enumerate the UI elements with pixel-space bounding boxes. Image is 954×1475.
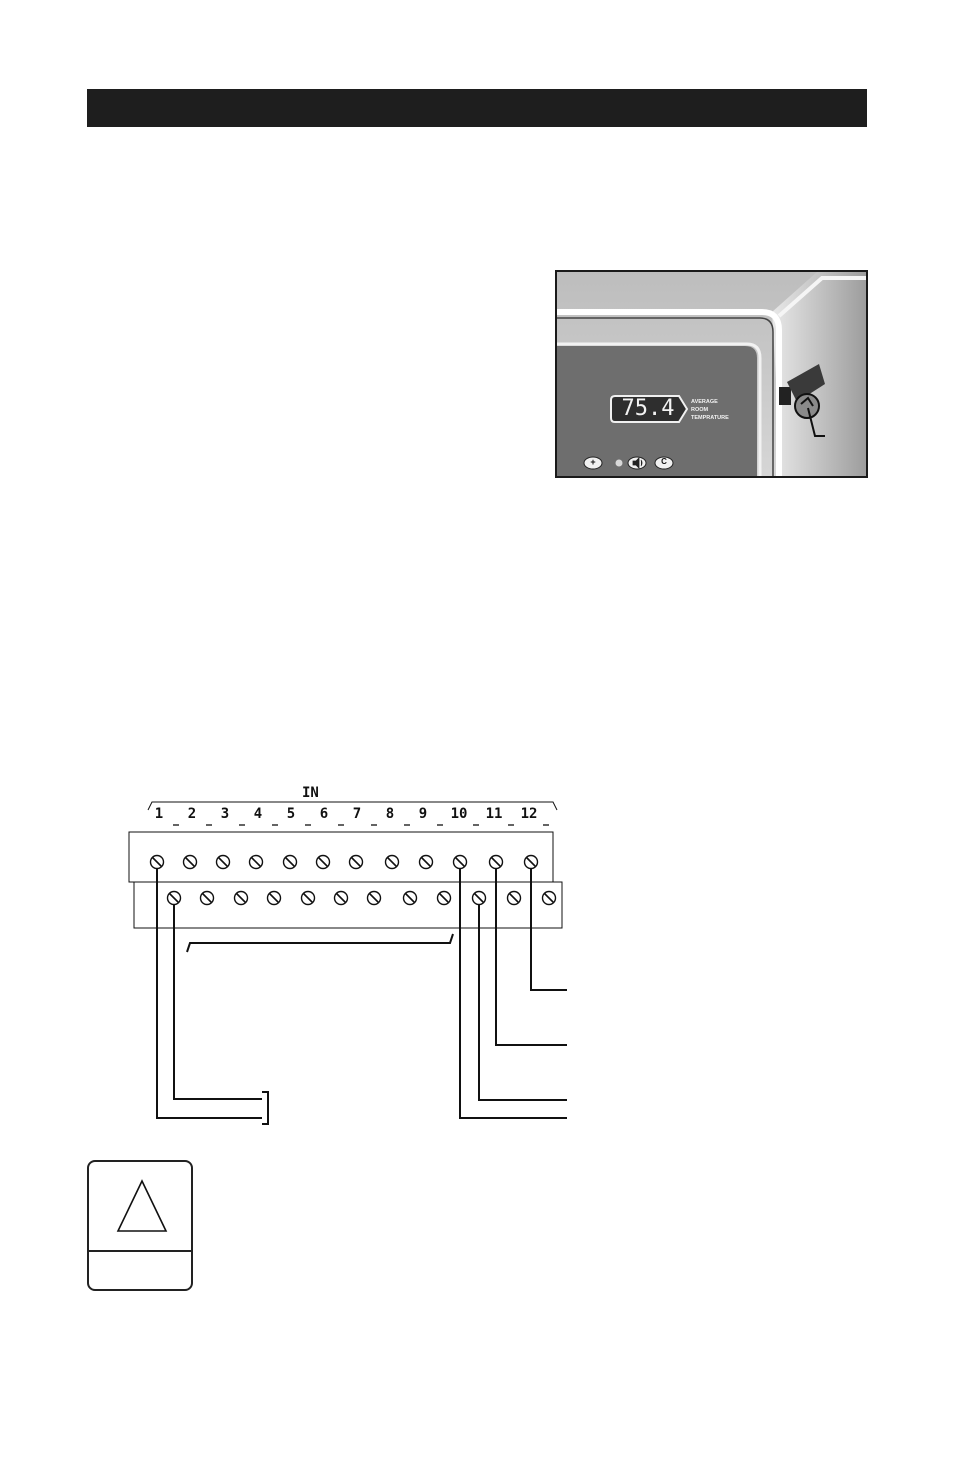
upper-terminal-strip [128, 831, 554, 883]
temperature-display: 75.4 [621, 396, 675, 421]
terminal-number-label: 11 [486, 806, 503, 822]
wire-terminal-1 [156, 869, 262, 1119]
in-label: IN [302, 785, 319, 801]
lower-terminal-screw-slot [508, 892, 520, 904]
lower-terminal-screw-slot [368, 892, 380, 904]
lower-terminal-screw-slot [168, 892, 180, 904]
terminal-number-label: 10 [451, 806, 468, 822]
wire-terminal-12 [530, 869, 567, 991]
lower-terminal-screw-slot [335, 892, 347, 904]
c-button-label: C [661, 457, 667, 466]
wire-lower-10 [478, 905, 567, 1101]
terminal-number-label: 2 [188, 806, 196, 822]
jumper-bracket [186, 933, 454, 953]
upper-terminal-screw-slot [350, 856, 362, 868]
upper-terminal-screw-slot [386, 856, 398, 868]
upper-terminal-screw-slot [420, 856, 432, 868]
terminal-number-label: 12 [521, 806, 538, 822]
lower-terminal-screw-slot [201, 892, 213, 904]
upper-terminal-screw-slot [284, 856, 296, 868]
wire-lower-1 [173, 905, 262, 1100]
upper-terminal-screw-slot [317, 856, 329, 868]
lower-terminal-strip [133, 881, 563, 929]
terminal-number-label: 4 [254, 806, 262, 822]
terminal-number-label: 6 [320, 806, 328, 822]
upper-terminal-screw-slot [250, 856, 262, 868]
section-header-bar [87, 89, 867, 127]
warning-triangle-icon [116, 1179, 168, 1232]
wire-bracket [262, 1091, 269, 1125]
wire-terminal-11 [495, 869, 567, 1046]
plus-button-label: + [590, 457, 596, 467]
lower-terminal-screw-slot [404, 892, 416, 904]
upper-terminal-screw-slot [217, 856, 229, 868]
warning-divider [89, 1250, 191, 1252]
display-caption-line: ROOM [691, 407, 709, 413]
lower-terminal-screw-slot [268, 892, 280, 904]
lower-terminal-screw-slot [235, 892, 247, 904]
upper-terminal-screw-slot [490, 856, 502, 868]
terminal-number-label: 7 [353, 806, 361, 822]
display-caption-line: AVERAGE [691, 399, 718, 405]
display-outline [610, 395, 689, 423]
terminal-bracket [147, 801, 558, 811]
display-caption: AVERAGE ROOM TEMPRATURE [691, 398, 729, 422]
lower-terminal-screw-slot [438, 892, 450, 904]
upper-terminal-screw-slot [525, 856, 537, 868]
terminal-number-label: 5 [287, 806, 295, 822]
lower-terminal-screw-slot [473, 892, 485, 904]
thermostat-photo: 75.4 AVERAGE ROOM TEMPRATURE + C [555, 270, 868, 478]
terminal-number-label: 3 [221, 806, 229, 822]
wire-terminal-10 [459, 869, 567, 1119]
upper-terminal-screw-slot [151, 856, 163, 868]
warning-box [87, 1160, 193, 1291]
display-caption-line: TEMPRATURE [691, 415, 729, 421]
lower-terminal-screw-slot [543, 892, 555, 904]
terminal-screws [149, 854, 557, 906]
upper-terminal-screw-slot [454, 856, 466, 868]
terminal-number-label: 1 [155, 806, 163, 822]
terminal-number-label: 9 [419, 806, 427, 822]
speaker-icon [632, 457, 643, 469]
upper-terminal-screw-slot [184, 856, 196, 868]
lower-terminal-screw-slot [302, 892, 314, 904]
terminal-number-label: 8 [386, 806, 394, 822]
